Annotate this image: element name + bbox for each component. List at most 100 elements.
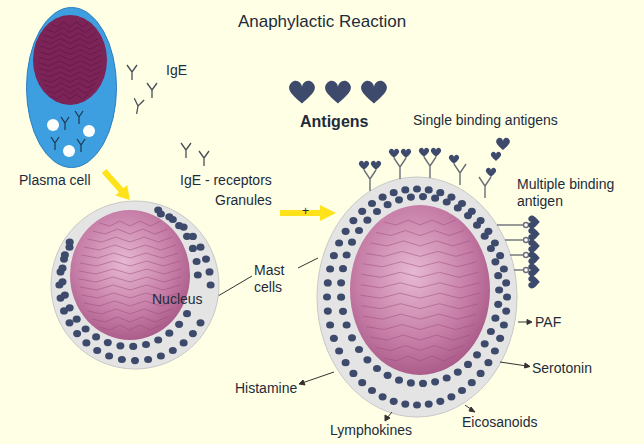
granule	[395, 196, 403, 203]
granule	[355, 346, 363, 353]
granule	[73, 316, 81, 323]
granule	[500, 265, 508, 272]
granule	[477, 370, 485, 377]
plasma-cell: Plasma cell	[25, 5, 118, 170]
granule	[183, 310, 191, 317]
callout-label: Granules	[215, 192, 272, 209]
granule	[131, 357, 139, 364]
granule	[59, 265, 67, 272]
plasma-cell-shape	[25, 5, 118, 170]
granule	[169, 347, 177, 354]
granule	[390, 398, 398, 405]
granule	[484, 359, 492, 366]
granule	[326, 321, 334, 328]
granule	[202, 256, 210, 263]
granule	[142, 341, 150, 348]
granule	[180, 339, 188, 346]
granule	[154, 206, 162, 213]
granule	[92, 333, 100, 340]
granule	[154, 336, 162, 343]
granule	[342, 228, 350, 235]
granule	[82, 339, 90, 346]
granule	[323, 293, 331, 300]
granule	[197, 319, 205, 326]
granule	[401, 401, 409, 408]
granule	[157, 352, 165, 359]
granule	[436, 189, 444, 196]
granule	[348, 239, 356, 246]
granule	[118, 356, 126, 363]
granule	[495, 286, 503, 293]
granule	[407, 379, 415, 386]
granule	[384, 372, 392, 379]
granule	[425, 401, 433, 408]
granule	[197, 244, 205, 251]
granule	[144, 356, 152, 363]
granule	[335, 239, 343, 246]
granule	[473, 222, 481, 229]
granule	[61, 292, 69, 299]
granule	[189, 330, 197, 337]
granule	[363, 356, 371, 363]
granule	[66, 239, 74, 246]
granule	[473, 351, 481, 358]
granule	[335, 347, 343, 354]
callout-label: PAF	[535, 314, 561, 331]
granule	[175, 321, 183, 328]
granule	[447, 393, 455, 400]
granule	[464, 212, 472, 219]
mast-cell: Nucleus	[50, 200, 220, 370]
granule	[343, 251, 351, 258]
granule	[206, 268, 214, 275]
granule	[61, 251, 69, 258]
granule	[395, 377, 403, 384]
granule	[175, 222, 183, 229]
callout-label: Eicosanoids	[462, 414, 538, 431]
granule	[368, 387, 376, 394]
granule	[502, 279, 510, 286]
granule	[349, 217, 357, 224]
granule	[401, 186, 409, 193]
granule	[419, 380, 427, 387]
granule	[165, 330, 173, 337]
granule	[93, 347, 101, 354]
granule	[59, 278, 67, 285]
granule	[379, 194, 387, 201]
granule	[339, 265, 347, 272]
granule	[481, 233, 489, 240]
granule	[339, 308, 347, 315]
granule	[496, 252, 504, 259]
granule	[207, 281, 215, 288]
callout-label: Single binding antigens	[413, 112, 558, 129]
callout-label: IgE	[166, 62, 187, 79]
granule	[358, 208, 366, 215]
granule	[73, 330, 81, 337]
callout-label: Histamine	[235, 380, 297, 397]
granule	[337, 279, 345, 286]
granule	[189, 245, 197, 252]
callout-label: Serotonin	[532, 360, 592, 377]
granule	[431, 195, 439, 202]
granule	[384, 201, 392, 208]
callout-label: Lymphokines	[330, 422, 412, 439]
granule	[116, 342, 124, 349]
granule	[494, 272, 502, 279]
granule	[491, 315, 499, 322]
granule	[82, 325, 90, 332]
granule	[454, 204, 462, 211]
granule	[165, 213, 173, 220]
granule	[379, 393, 387, 400]
granule	[464, 361, 472, 368]
granule	[129, 343, 137, 350]
yellow-arrow	[104, 171, 130, 200]
granule	[368, 200, 376, 207]
granule	[343, 321, 351, 328]
granule	[324, 279, 332, 286]
granule	[407, 194, 415, 201]
granule	[491, 347, 499, 354]
granule	[66, 304, 74, 311]
cell-label: Plasma cell	[19, 172, 91, 189]
granule	[330, 335, 338, 342]
granule	[481, 340, 489, 347]
granule	[342, 359, 350, 366]
